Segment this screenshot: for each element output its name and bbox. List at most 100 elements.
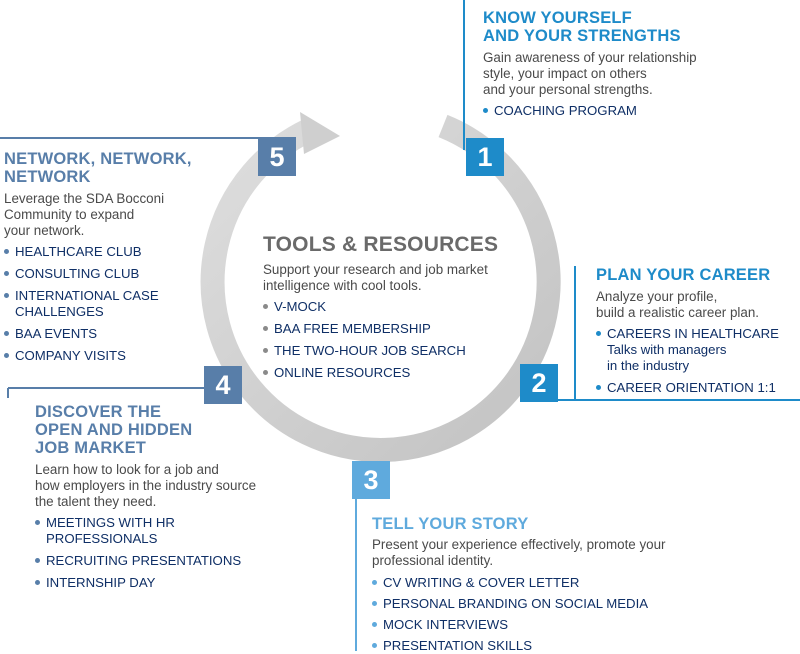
title-line: NETWORK bbox=[4, 168, 91, 186]
list-item: CONSULTING CLUB bbox=[4, 266, 192, 282]
desc-line: Community to expand bbox=[4, 207, 135, 222]
desc-line: Analyze your profile, bbox=[596, 289, 718, 304]
bullet-icon bbox=[4, 331, 9, 336]
list-item: V-MOCK bbox=[263, 299, 498, 315]
item-label: PRESENTATION SKILLS bbox=[383, 638, 533, 653]
title-line: OPEN AND HIDDEN bbox=[35, 421, 193, 439]
step-3-list: CV WRITING & COVER LETTER PERSONAL BRAND… bbox=[372, 575, 666, 654]
bullet-icon bbox=[35, 558, 40, 563]
step-4-title: DISCOVER THE OPEN AND HIDDEN JOB MARKET bbox=[35, 403, 256, 457]
title-line: TELL YOUR STORY bbox=[372, 515, 529, 533]
item-label: COMPANY VISITS bbox=[15, 348, 126, 363]
step-2-badge: 2 bbox=[520, 364, 558, 402]
item-label: CAREER ORIENTATION 1:1 bbox=[607, 380, 776, 395]
step-3-section: TELL YOUR STORY Present your experience … bbox=[372, 515, 666, 654]
bullet-icon bbox=[4, 271, 9, 276]
step-1-section: KNOW YOURSELF AND YOUR STRENGTHS Gain aw… bbox=[483, 9, 697, 125]
item-label: in the industry bbox=[607, 358, 690, 373]
step-3-badge: 3 bbox=[352, 461, 390, 499]
item-label: MEETINGS WITH HR bbox=[46, 515, 175, 530]
desc-line: build a realistic career plan. bbox=[596, 305, 760, 320]
desc-line: Present your experience effectively, pro… bbox=[372, 537, 666, 552]
step-3-title: TELL YOUR STORY bbox=[372, 515, 666, 533]
item-label: PROFESSIONALS bbox=[46, 531, 158, 546]
list-item: COMPANY VISITS bbox=[4, 348, 192, 364]
item-label: PERSONAL BRANDING ON SOCIAL MEDIA bbox=[383, 596, 649, 611]
list-item: RECRUITING PRESENTATIONS bbox=[35, 553, 256, 569]
center-title: TOOLS & RESOURCES bbox=[263, 233, 499, 256]
step-2-title: PLAN YOUR CAREER bbox=[596, 266, 779, 284]
step-1-badge: 1 bbox=[466, 138, 504, 176]
item-label: V-MOCK bbox=[274, 299, 327, 314]
desc-line: your network. bbox=[4, 223, 85, 238]
desc-line: and your personal strengths. bbox=[483, 82, 653, 97]
bullet-icon bbox=[263, 370, 268, 375]
center-section: TOOLS & RESOURCES Support your research … bbox=[263, 233, 498, 387]
list-item: PRESENTATION SKILLS bbox=[372, 638, 666, 654]
bullet-icon bbox=[372, 601, 377, 606]
list-item: COACHING PROGRAM bbox=[483, 103, 697, 119]
step-5-description: Leverage the SDA Bocconi Community to ex… bbox=[4, 191, 192, 239]
step-5-list: HEALTHCARE CLUB CONSULTING CLUB INTERNAT… bbox=[4, 244, 192, 364]
bullet-icon bbox=[372, 622, 377, 627]
desc-line: the talent they need. bbox=[35, 494, 157, 509]
title-line: DISCOVER THE bbox=[35, 403, 162, 421]
list-item: THE TWO-HOUR JOB SEARCH bbox=[263, 343, 498, 359]
list-item: HEALTHCARE CLUB bbox=[4, 244, 192, 260]
cycle-ring bbox=[200, 114, 561, 462]
step-4-list: MEETINGS WITH HR PROFESSIONALS RECRUITIN… bbox=[35, 515, 256, 591]
bullet-icon bbox=[483, 108, 488, 113]
desc-line: professional identity. bbox=[372, 553, 494, 568]
bullet-icon bbox=[4, 249, 9, 254]
list-item: CV WRITING & COVER LETTER bbox=[372, 575, 666, 591]
item-label: ONLINE RESOURCES bbox=[274, 365, 411, 380]
step-5-section: NETWORK, NETWORK, NETWORK Leverage the S… bbox=[4, 150, 192, 370]
item-label: CAREERS IN HEALTHCARE bbox=[607, 326, 779, 341]
title-line: JOB MARKET bbox=[35, 439, 147, 457]
bullet-icon bbox=[263, 348, 268, 353]
bullet-icon bbox=[596, 385, 601, 390]
desc-line: Learn how to look for a job and bbox=[35, 462, 219, 477]
list-item: MOCK INTERVIEWS bbox=[372, 617, 666, 633]
list-item: PERSONAL BRANDING ON SOCIAL MEDIA bbox=[372, 596, 666, 612]
desc-line: Support your research and job market bbox=[263, 262, 488, 277]
step-1-title: KNOW YOURSELF AND YOUR STRENGTHS bbox=[483, 9, 697, 45]
title-line: AND YOUR STRENGTHS bbox=[483, 27, 681, 45]
step-1-list: COACHING PROGRAM bbox=[483, 103, 697, 119]
step-4-description: Learn how to look for a job and how empl… bbox=[35, 462, 256, 510]
list-item: BAA FREE MEMBERSHIP bbox=[263, 321, 498, 337]
item-label: INTERNATIONAL CASE bbox=[15, 288, 159, 303]
title-line: KNOW YOURSELF bbox=[483, 9, 632, 27]
title-line: PLAN YOUR CAREER bbox=[596, 266, 771, 284]
item-label: RECRUITING PRESENTATIONS bbox=[46, 553, 242, 568]
list-item: CAREER ORIENTATION 1:1 bbox=[596, 380, 779, 396]
item-label: THE TWO-HOUR JOB SEARCH bbox=[274, 343, 466, 358]
list-item: MEETINGS WITH HR PROFESSIONALS bbox=[35, 515, 256, 547]
step-5-badge: 5 bbox=[258, 138, 296, 176]
item-label: MOCK INTERVIEWS bbox=[383, 617, 509, 632]
list-item: INTERNSHIP DAY bbox=[35, 575, 256, 591]
item-label: CONSULTING CLUB bbox=[15, 266, 140, 281]
item-label: HEALTHCARE CLUB bbox=[15, 244, 142, 259]
step-1-description: Gain awareness of your relationship styl… bbox=[483, 50, 697, 98]
center-description: Support your research and job market int… bbox=[263, 262, 498, 294]
step-2-section: PLAN YOUR CAREER Analyze your profile, b… bbox=[596, 266, 779, 402]
desc-line: Gain awareness of your relationship bbox=[483, 50, 697, 65]
list-item: BAA EVENTS bbox=[4, 326, 192, 342]
step-4-badge: 4 bbox=[204, 366, 242, 404]
step-2-description: Analyze your profile, build a realistic … bbox=[596, 289, 779, 321]
step-2-list: CAREERS IN HEALTHCARE Talks with manager… bbox=[596, 326, 779, 396]
bullet-icon bbox=[372, 643, 377, 648]
item-label: INTERNSHIP DAY bbox=[46, 575, 156, 590]
step-3-description: Present your experience effectively, pro… bbox=[372, 537, 666, 569]
list-item: CAREERS IN HEALTHCARE Talks with manager… bbox=[596, 326, 779, 374]
step-5-title: NETWORK, NETWORK, NETWORK bbox=[4, 150, 192, 186]
item-label: BAA EVENTS bbox=[15, 326, 98, 341]
center-list: V-MOCK BAA FREE MEMBERSHIP THE TWO-HOUR … bbox=[263, 299, 498, 381]
item-label: CV WRITING & COVER LETTER bbox=[383, 575, 580, 590]
desc-line: intelligence with cool tools. bbox=[263, 278, 422, 293]
cycle-arrowhead bbox=[300, 112, 340, 154]
desc-line: style, your impact on others bbox=[483, 66, 647, 81]
title-line: NETWORK, NETWORK, bbox=[4, 150, 192, 168]
bullet-icon bbox=[263, 304, 268, 309]
